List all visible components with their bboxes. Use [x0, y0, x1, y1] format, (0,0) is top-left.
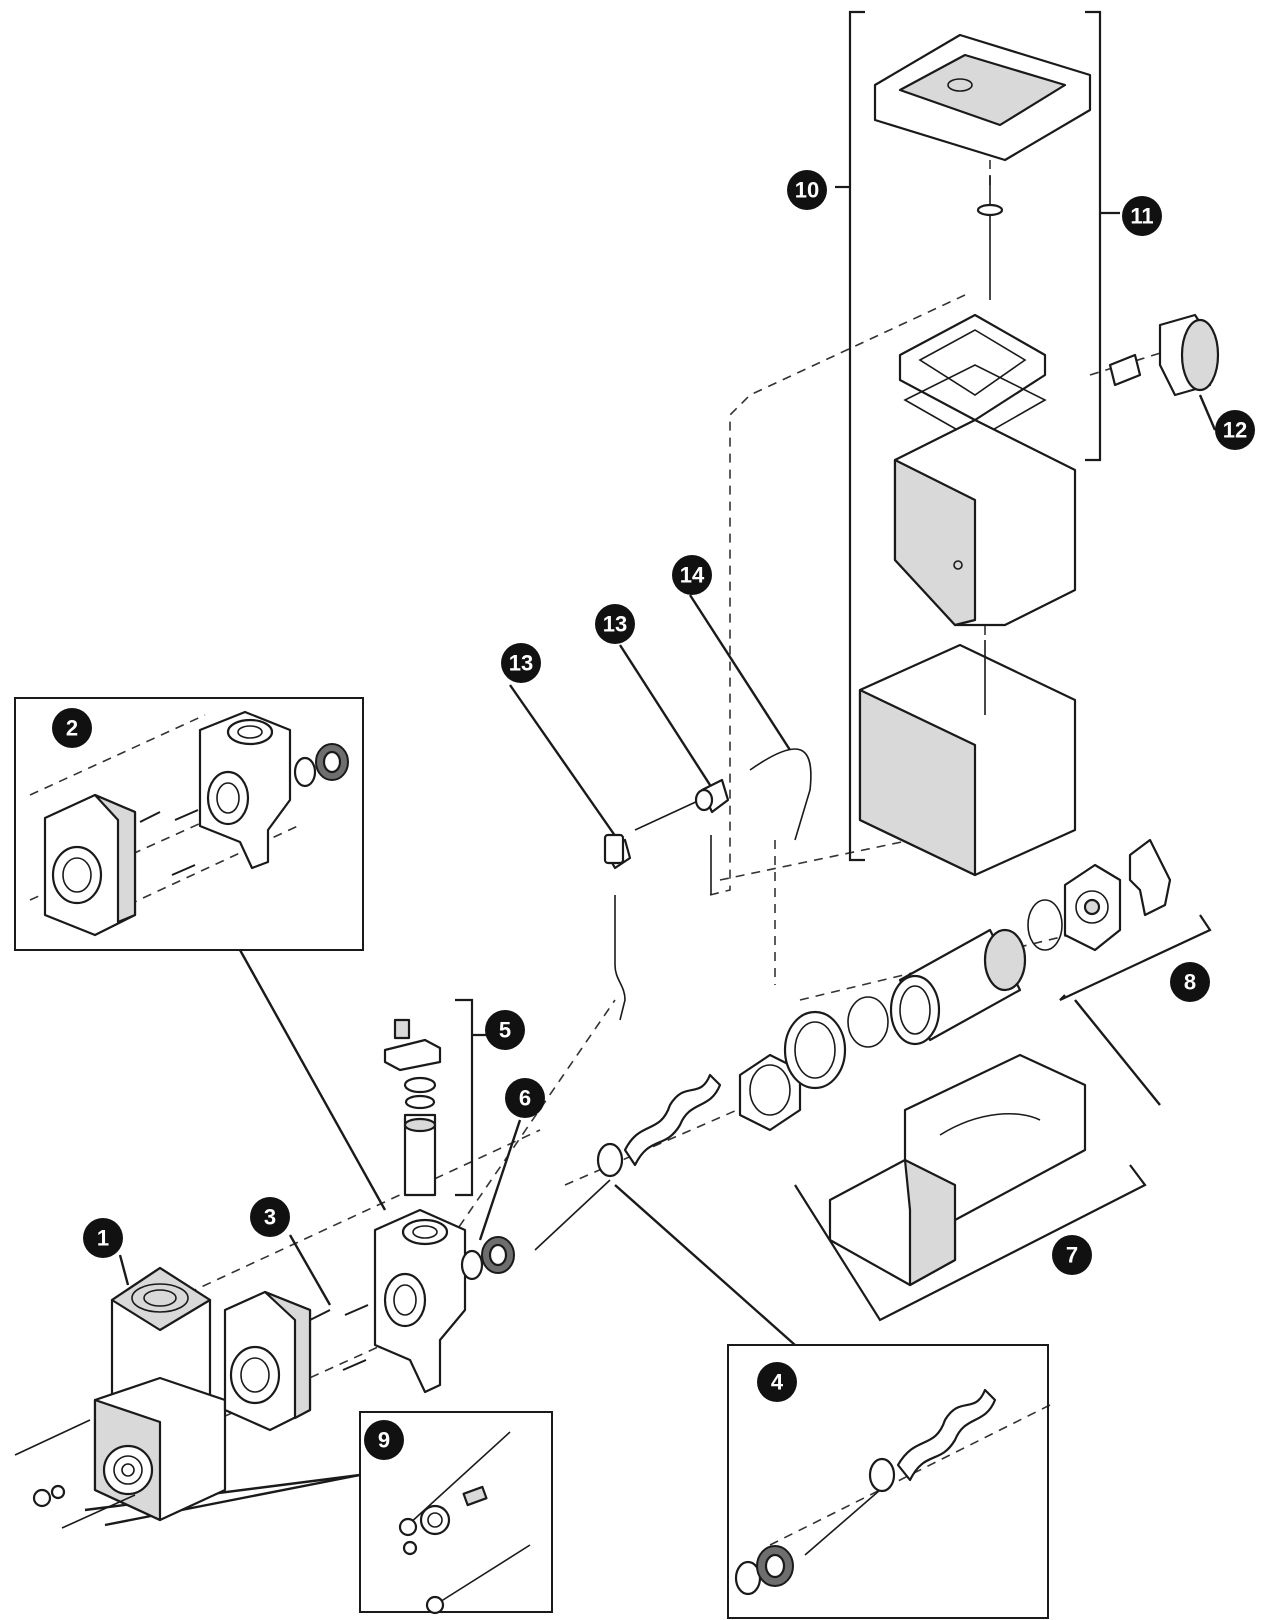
- callout-5: 5: [485, 1010, 525, 1050]
- svg-text:13: 13: [509, 651, 533, 676]
- callout-9: 9: [364, 1420, 404, 1460]
- hopper-lid: [873, 33, 1092, 162]
- svg-text:6: 6: [519, 1086, 531, 1111]
- svg-text:7: 7: [1066, 1243, 1078, 1268]
- svg-text:13: 13: [603, 612, 627, 637]
- svg-text:11: 11: [1130, 204, 1153, 229]
- long-bolts: [14, 1419, 136, 1529]
- inset-2-contents: [43, 710, 349, 937]
- inset-4-contents: [734, 1388, 997, 1596]
- svg-text:2: 2: [66, 716, 78, 741]
- hopper-lower: [858, 640, 1077, 877]
- svg-text:12: 12: [1223, 418, 1247, 443]
- svg-text:4: 4: [771, 1370, 784, 1395]
- callout-13-right: 13: [595, 604, 635, 644]
- svg-text:10: 10: [795, 178, 819, 203]
- callout-8: 8: [1170, 962, 1210, 1002]
- svg-text:1: 1: [97, 1226, 109, 1251]
- bracket-10: [848, 10, 865, 862]
- callouts: 1 2 3 4 5 6 7 8: [52, 170, 1255, 1460]
- hopper-grid: [898, 313, 1047, 441]
- inset-frame-4: [727, 1344, 1049, 1619]
- callout-4: 4: [757, 1362, 797, 1402]
- callout-10: 10: [787, 170, 827, 210]
- svg-text:5: 5: [499, 1018, 511, 1043]
- bracket-11: [1085, 10, 1102, 462]
- svg-text:8: 8: [1184, 970, 1196, 995]
- bracket-8: [1059, 914, 1212, 1001]
- bracket-7: [794, 1164, 1147, 1322]
- agitator-shaft: [976, 175, 1004, 300]
- rings: [738, 996, 889, 1132]
- screws-3: [309, 1304, 369, 1371]
- housing: [373, 1208, 467, 1394]
- callout-14: 14: [672, 555, 712, 595]
- base-tray-7: [828, 1053, 1087, 1287]
- inset-frame-9: [359, 1411, 553, 1613]
- seal-6: [460, 1236, 515, 1281]
- leader-lines: [84, 394, 1217, 1527]
- end-cap-8: [1027, 838, 1172, 952]
- callout-3: 3: [250, 1197, 290, 1237]
- brackets: [455, 10, 1212, 1322]
- callout-1: 1: [83, 1218, 123, 1258]
- callout-13-left: 13: [501, 643, 541, 683]
- callout-7: 7: [1052, 1235, 1092, 1275]
- svg-text:3: 3: [264, 1205, 276, 1230]
- inset-frames: [14, 697, 1049, 1619]
- auger-shaft: [534, 1073, 722, 1251]
- bracket-5: [455, 998, 474, 1197]
- motor-gearbox: [93, 1266, 227, 1522]
- inset-frame-2: [14, 697, 364, 951]
- callout-2: 2: [52, 708, 92, 748]
- cylinder-barrel: [889, 928, 1027, 1046]
- svg-text:14: 14: [680, 563, 705, 588]
- svg-text:9: 9: [378, 1428, 390, 1453]
- hopper-motor-12: [1108, 313, 1220, 397]
- callout-11: 11: [1122, 196, 1162, 236]
- callout-12: 12: [1215, 410, 1255, 450]
- valve-assembly: [383, 1018, 442, 1197]
- inset-9-contents: [398, 1431, 531, 1615]
- adapter-plate: [223, 1290, 312, 1432]
- tubes-fittings: [603, 748, 812, 1021]
- callout-6: 6: [505, 1078, 545, 1118]
- hopper-upper: [893, 418, 1077, 627]
